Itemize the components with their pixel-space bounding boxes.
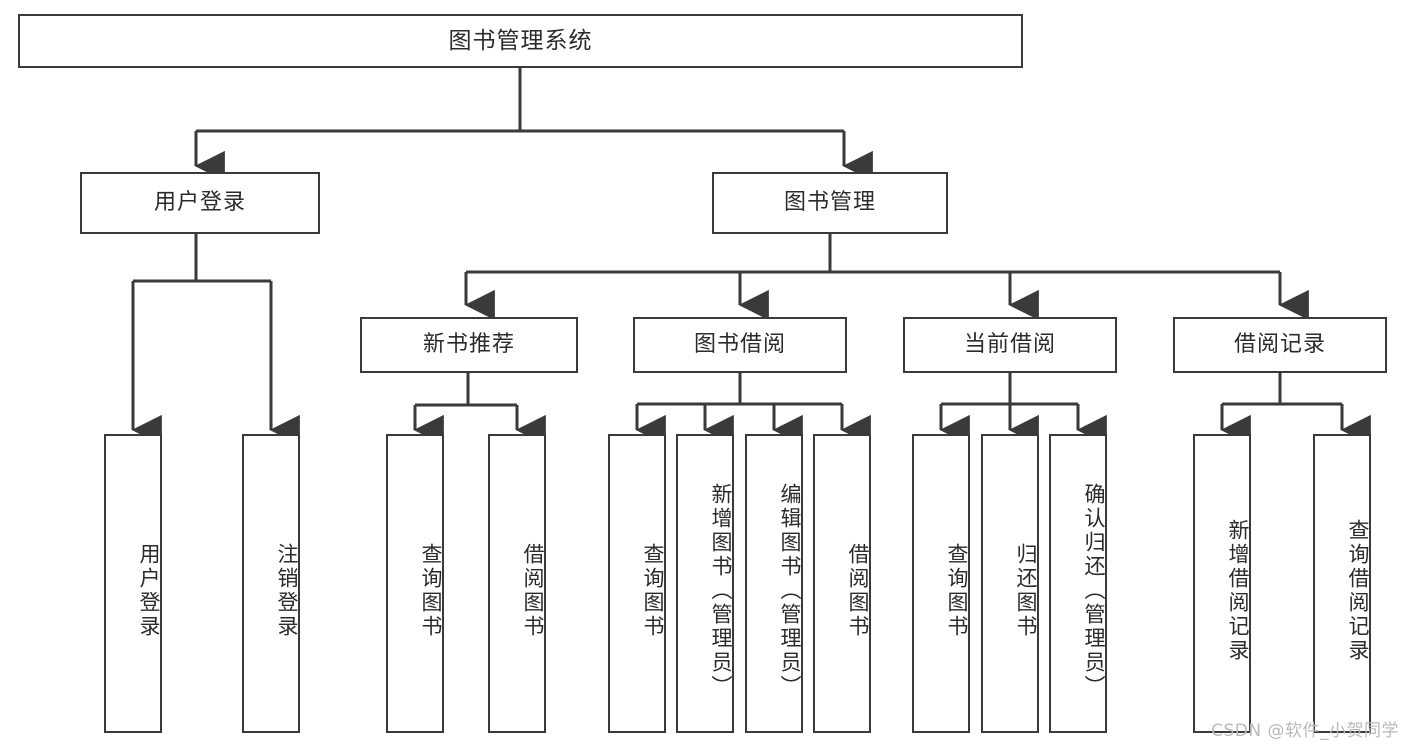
node-label: 查询图书 <box>419 542 443 639</box>
node-book-management[interactable]: 图书管理 <box>712 172 948 234</box>
leaf-edit-book-admin[interactable]: 编辑图书（管理员） <box>745 434 803 733</box>
leaf-borrow-book[interactable]: 借阅图书 <box>813 434 871 733</box>
node-label: 图书管理系统 <box>448 27 593 54</box>
node-label: 注销登录 <box>275 542 299 639</box>
leaf-add-book-admin[interactable]: 新增图书（管理员） <box>676 434 734 733</box>
node-label: 借阅记录 <box>1233 332 1326 358</box>
leaf-query-borrow-record[interactable]: 查询借阅记录 <box>1313 434 1371 733</box>
leaf-confirm-return-admin[interactable]: 确认归还（管理员） <box>1049 434 1107 733</box>
leaf-query-book-new[interactable]: 查询图书 <box>386 434 444 733</box>
node-label: 归还图书 <box>1014 542 1038 639</box>
node-label: 编辑图书（管理员） <box>778 482 802 699</box>
node-root-book-management-system[interactable]: 图书管理系统 <box>18 14 1023 68</box>
node-label: 借阅图书 <box>846 542 870 639</box>
csdn-watermark: CSDN @软件_小贺同学 <box>1211 721 1399 741</box>
node-label: 用户登录 <box>153 190 246 216</box>
leaf-add-borrow-record[interactable]: 新增借阅记录 <box>1193 434 1251 733</box>
node-label: 查询图书 <box>945 542 969 639</box>
leaf-borrow-book-new[interactable]: 借阅图书 <box>488 434 546 733</box>
leaf-user-login[interactable]: 用户登录 <box>104 434 162 733</box>
node-label: 当前借阅 <box>963 332 1056 358</box>
node-book-borrow[interactable]: 图书借阅 <box>633 317 847 373</box>
node-label: 借阅图书 <box>521 542 545 639</box>
node-label: 用户登录 <box>137 542 161 639</box>
node-borrow-record[interactable]: 借阅记录 <box>1173 317 1387 373</box>
leaf-query-book-borrow[interactable]: 查询图书 <box>608 434 666 733</box>
node-user-login[interactable]: 用户登录 <box>80 172 320 234</box>
node-label: 新增图书（管理员） <box>709 482 733 699</box>
node-label: 新增借阅记录 <box>1226 518 1250 663</box>
node-label: 图书借阅 <box>693 332 786 358</box>
node-label: 确认归还（管理员） <box>1082 482 1106 699</box>
node-label: 查询借阅记录 <box>1346 518 1370 663</box>
node-new-book-recommend[interactable]: 新书推荐 <box>360 317 578 373</box>
node-current-borrow[interactable]: 当前借阅 <box>903 317 1117 373</box>
node-label: 查询图书 <box>641 542 665 639</box>
leaf-logout[interactable]: 注销登录 <box>242 434 300 733</box>
node-label: 图书管理 <box>783 190 876 216</box>
leaf-query-book-current[interactable]: 查询图书 <box>912 434 970 733</box>
node-label: 新书推荐 <box>422 332 515 358</box>
leaf-return-book[interactable]: 归还图书 <box>981 434 1039 733</box>
